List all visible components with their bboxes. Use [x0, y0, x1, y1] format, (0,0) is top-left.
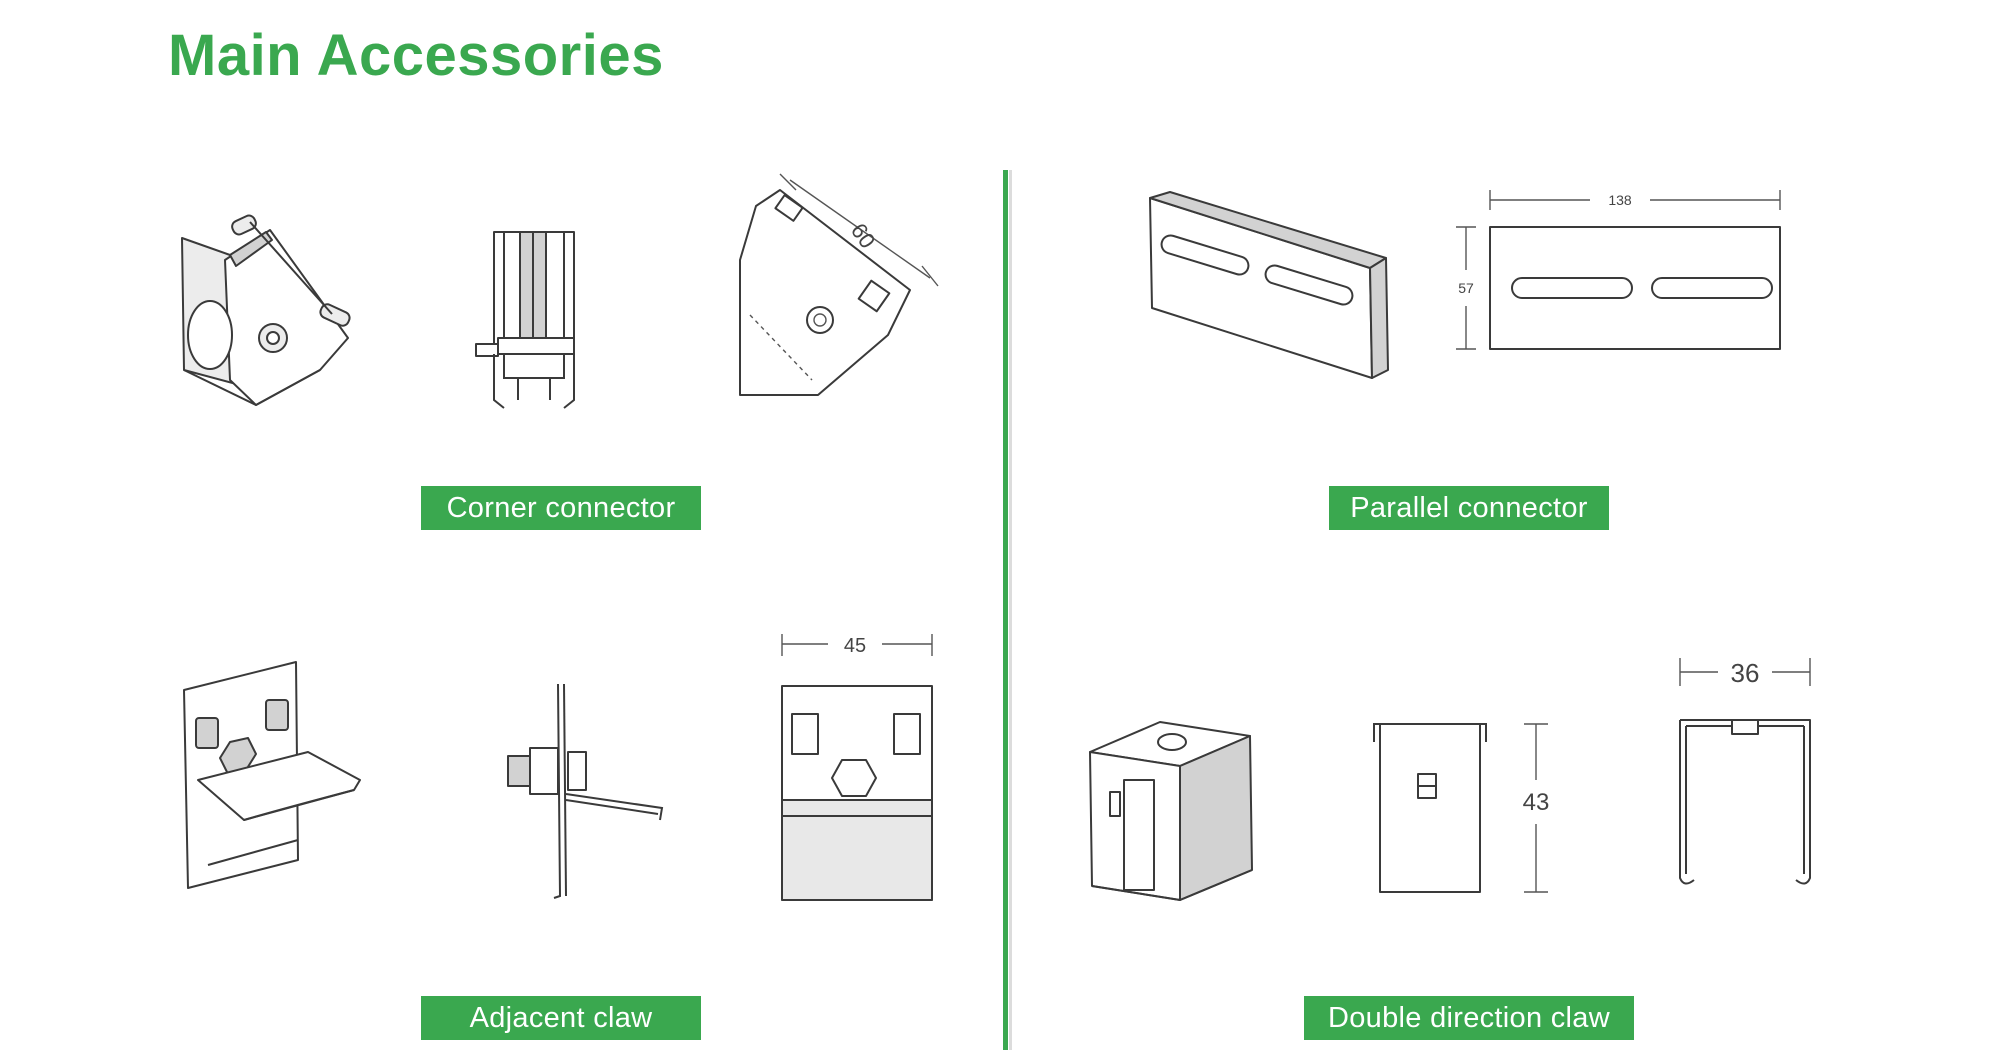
corner-connector-dimension-drawing: 60 — [739, 173, 939, 396]
adjacent-claw-label: Adjacent claw — [421, 996, 701, 1040]
parallel-connector-dimension-drawing: 138 57 — [1456, 190, 1781, 350]
double-direction-claw-front-view: 43 — [1373, 723, 1550, 893]
double-direction-claw-width-dimension: 36 — [1731, 658, 1760, 688]
section-divider — [1003, 170, 1008, 1050]
parallel-connector-label: Parallel connector — [1329, 486, 1609, 530]
adjacent-claw-3d-image — [183, 661, 361, 889]
parallel-connector-width-dimension: 138 — [1608, 192, 1632, 208]
parallel-connector-3d-image — [1149, 191, 1389, 379]
corner-connector-label: Corner connector — [421, 486, 701, 530]
parallel-connector-height-dimension: 57 — [1458, 280, 1474, 296]
adjacent-claw-dimension: 45 — [844, 635, 866, 657]
double-direction-claw-height-dimension: 43 — [1523, 789, 1550, 816]
corner-connector-front-view — [475, 231, 575, 409]
double-direction-claw-dimension-drawing: 36 — [1679, 658, 1811, 885]
double-direction-claw-label: Double direction claw — [1304, 996, 1634, 1040]
section-divider-shadow — [1009, 170, 1012, 1050]
corner-connector-3d-image — [181, 214, 351, 406]
double-direction-claw-3d-image — [1089, 721, 1253, 902]
adjacent-claw-dimension-drawing: 45 — [781, 634, 933, 901]
page-title: Main Accessories — [168, 23, 664, 88]
adjacent-claw-side-view — [507, 683, 664, 899]
